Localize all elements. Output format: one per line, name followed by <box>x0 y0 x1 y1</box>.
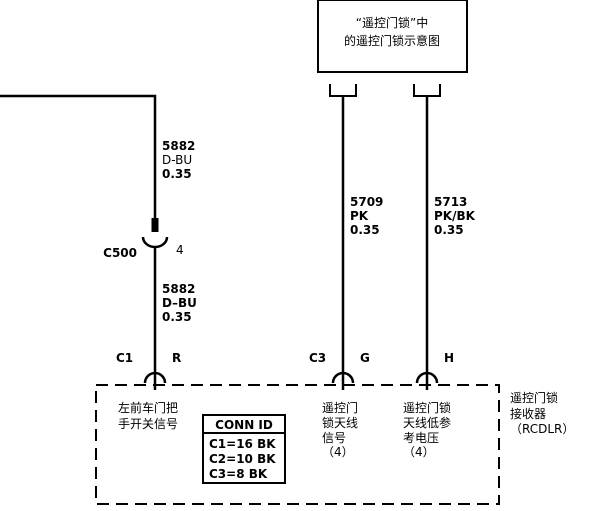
svg-text:手开关信号: 手开关信号 <box>118 417 178 431</box>
wire-5882-upper <box>0 94 157 232</box>
pin-c1-pin: R <box>172 351 181 365</box>
ref-connector-left <box>329 84 357 97</box>
reference-box-line1: “遥控门锁”中 <box>356 15 428 30</box>
svg-text:锁天线: 锁天线 <box>322 415 358 430</box>
svg-text:天线低参: 天线低参 <box>403 415 451 430</box>
svg-text:PK: PK <box>350 209 369 223</box>
svg-text:PK/BK: PK/BK <box>434 209 476 223</box>
circuit-label-5709: 5709 PK 0.35 <box>350 195 383 237</box>
pin-h-pin: H <box>444 351 454 365</box>
pin-c3-pin: G <box>360 351 370 365</box>
reference-box-line2: 的遥控门锁示意图 <box>344 33 440 48</box>
svg-text:接收器: 接收器 <box>510 406 546 421</box>
svg-text:5713: 5713 <box>434 195 467 209</box>
svg-text:左前车门把: 左前车门把 <box>118 400 178 415</box>
svg-text:（RCDLR）: （RCDLR） <box>510 422 574 436</box>
signal-antenna: 遥控门 锁天线 信号 （4） <box>322 400 358 459</box>
pin-terminal-c3-g <box>331 371 355 390</box>
svg-text:5709: 5709 <box>350 195 383 209</box>
c500-male-terminal <box>151 218 159 232</box>
circuit-label-5882-lower: 5882 D–BU 0.35 <box>162 282 197 324</box>
svg-text:考电压: 考电压 <box>403 431 439 445</box>
conn-id-row-c3: C3=8 BK <box>209 467 268 481</box>
svg-text:遥控门: 遥控门 <box>322 400 358 415</box>
svg-text:D–BU: D–BU <box>162 296 197 310</box>
signal-door-handle-switch: 左前车门把 手开关信号 <box>118 400 178 431</box>
conn-id-row-c2: C2=10 BK <box>209 452 276 466</box>
connector-c500-label: C500 <box>103 246 137 260</box>
reference-schematic-box[interactable]: “遥控门锁”中 的遥控门锁示意图 <box>317 0 468 73</box>
svg-text:0.35: 0.35 <box>162 167 192 181</box>
svg-text:信号: 信号 <box>322 431 346 445</box>
ref-connector-right <box>413 84 441 97</box>
signal-reference-voltage: 遥控门锁 天线低参 考电压 （4） <box>403 400 451 459</box>
conn-id-title: CONN ID <box>215 418 273 432</box>
conn-id-table: CONN ID C1=16 BK C2=10 BK C3=8 BK <box>202 414 286 484</box>
svg-text:遥控门锁: 遥控门锁 <box>403 400 451 415</box>
svg-text:0.35: 0.35 <box>162 310 192 324</box>
svg-text:0.35: 0.35 <box>434 223 464 237</box>
connector-c500-pin: 4 <box>176 243 184 257</box>
svg-text:（4）: （4） <box>322 445 354 459</box>
svg-text:5882: 5882 <box>162 139 195 153</box>
svg-text:0.35: 0.35 <box>350 223 380 237</box>
rcdlr-module-boundary[interactable] <box>95 384 500 505</box>
svg-text:5882: 5882 <box>162 282 195 296</box>
pin-c3-connector: C3 <box>309 351 326 365</box>
svg-text:D-BU: D-BU <box>162 153 192 167</box>
svg-text:遥控门锁: 遥控门锁 <box>510 390 558 405</box>
module-name: 遥控门锁 接收器 （RCDLR） <box>510 390 574 436</box>
pin-terminal-h <box>415 371 439 390</box>
c500-female-terminal <box>141 236 169 249</box>
circuit-label-5713: 5713 PK/BK 0.35 <box>434 195 476 237</box>
conn-id-row-c1: C1=16 BK <box>209 437 276 451</box>
pin-terminal-c1-r <box>143 371 167 390</box>
svg-text:（4）: （4） <box>403 445 435 459</box>
circuit-label-5882-upper: 5882 D-BU 0.35 <box>162 139 195 181</box>
pin-c1-connector: C1 <box>116 351 133 365</box>
